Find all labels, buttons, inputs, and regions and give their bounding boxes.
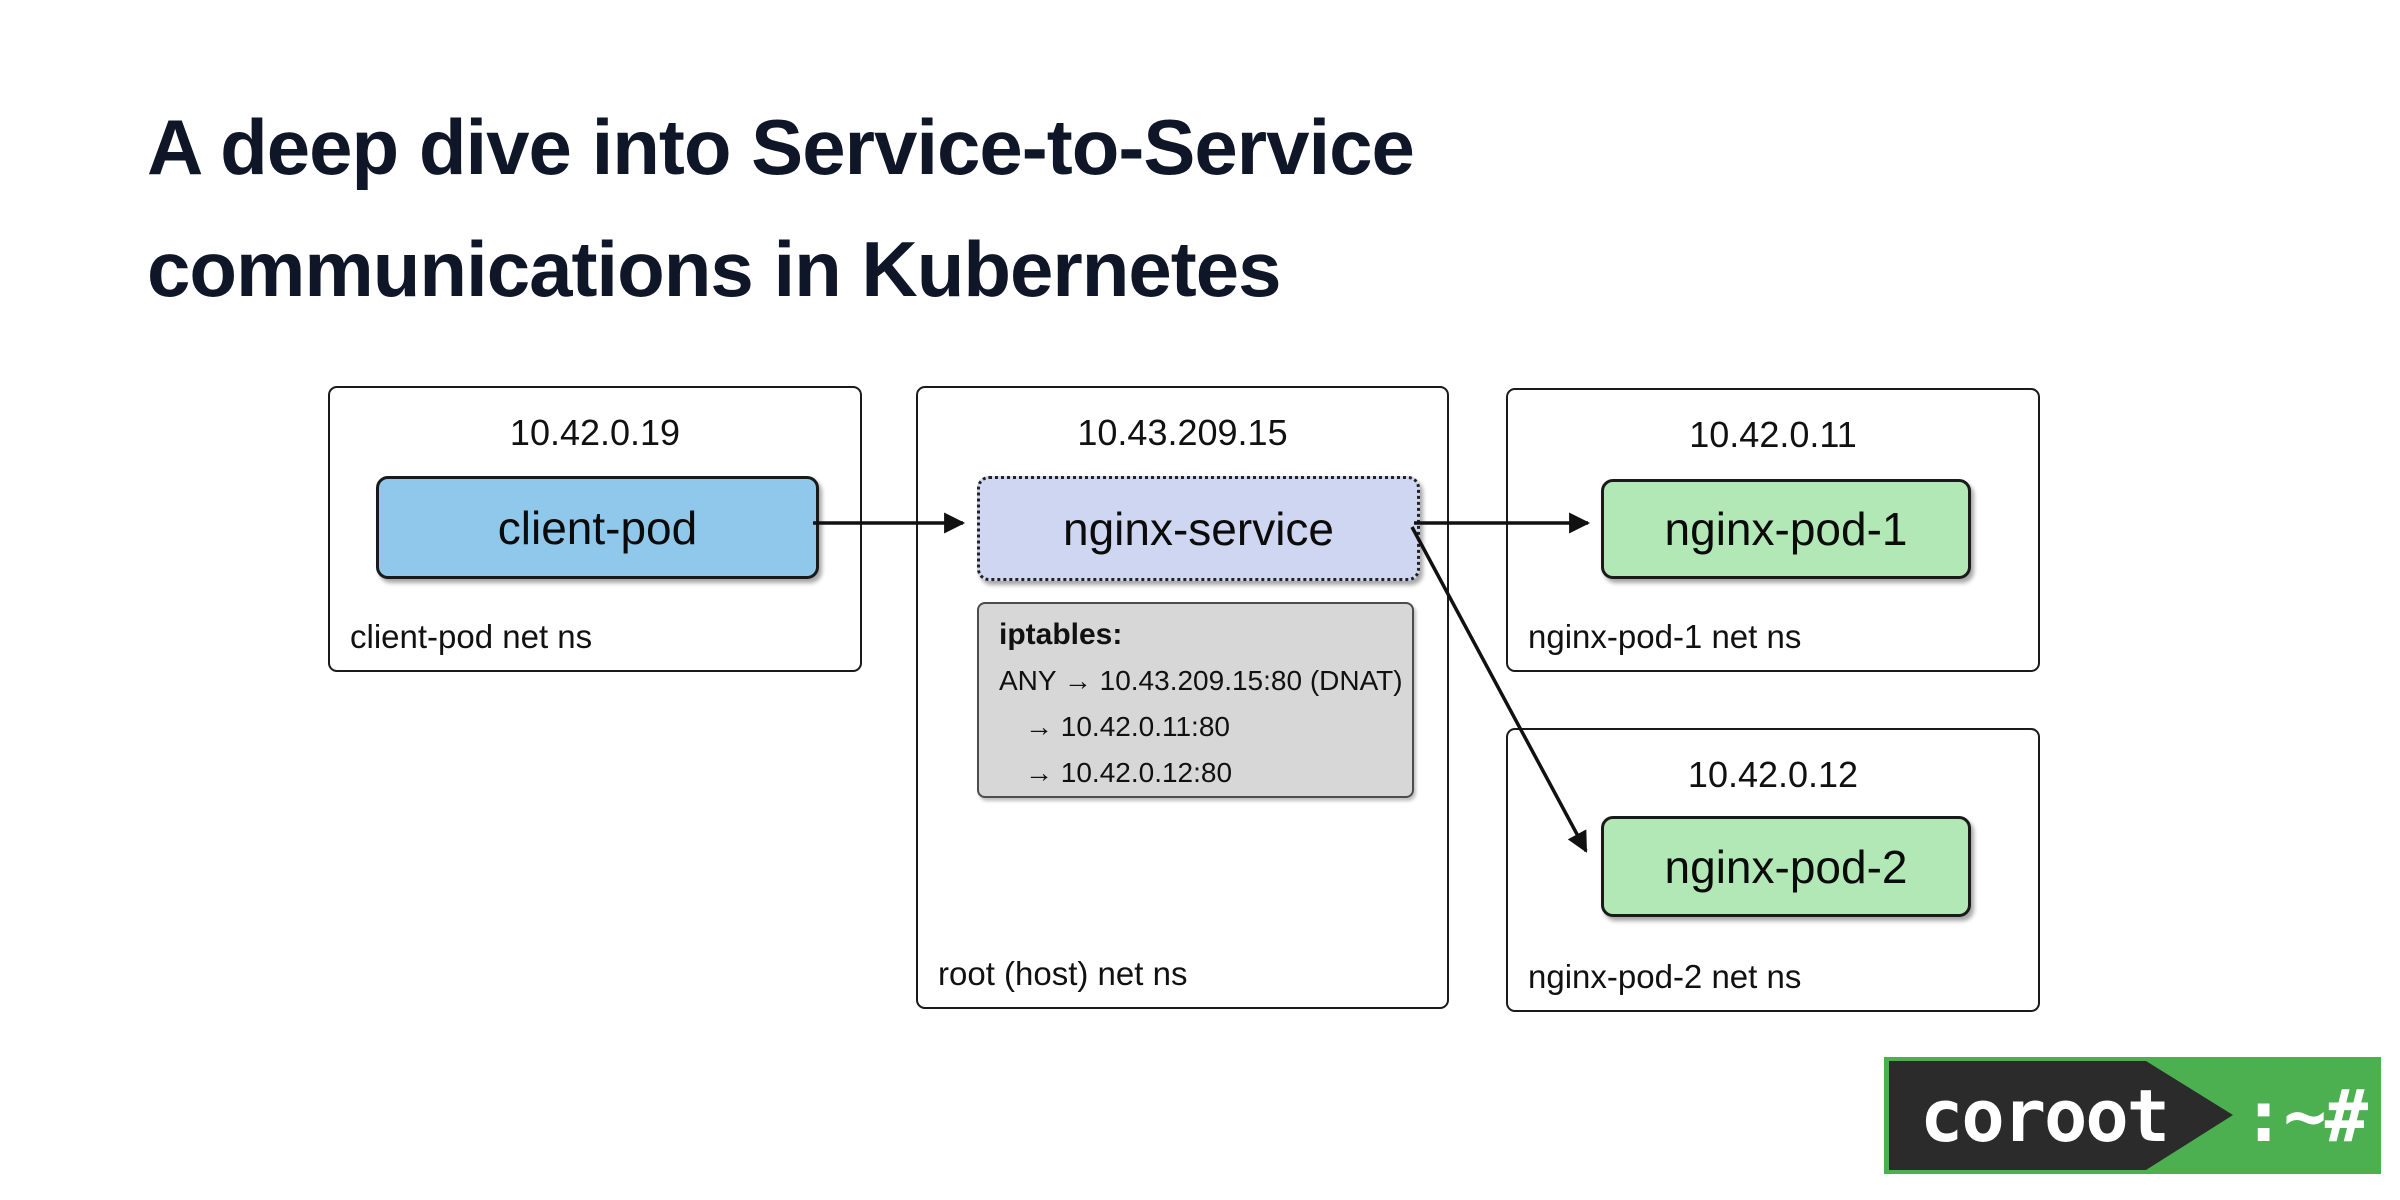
iptables-rule-target-2: → 10.42.0.12:80 xyxy=(1025,757,1233,788)
namespace-box-pod1: 10.42.0.11 nginx-pod-1 nginx-pod-1 net n… xyxy=(1506,388,2040,672)
coroot-logo: coroot :~# xyxy=(1884,1057,2381,1174)
ip-label-service: 10.43.209.15 xyxy=(1077,412,1288,453)
terminal-chevron-icon xyxy=(1889,1061,2233,1170)
page-title-line2: communications in Kubernetes xyxy=(147,225,1282,313)
iptables-rule-dnat: ANY → 10.43.209.15:80 (DNAT) xyxy=(999,665,1403,696)
node-nginx-pod-2: nginx-pod-2 xyxy=(1601,816,1971,917)
iptables-rule-target-1: → 10.42.0.11:80 xyxy=(1025,711,1230,742)
node-nginx-service: nginx-service xyxy=(977,476,1420,581)
ns-label-pod2: nginx-pod-2 net ns xyxy=(1528,958,1802,995)
ns-label-client: client-pod net ns xyxy=(350,618,593,655)
namespace-box-pod2: 10.42.0.12 nginx-pod-2 nginx-pod-2 net n… xyxy=(1506,728,2040,1012)
namespace-box-host: 10.43.209.15 nginx-service iptables: ANY… xyxy=(916,386,1449,1009)
ip-label-pod1: 10.42.0.11 xyxy=(1689,414,1857,455)
page-title: A deep dive into Service-to-Service comm… xyxy=(147,86,1847,330)
namespace-box-client: 10.42.0.19 client-pod client-pod net ns xyxy=(328,386,862,672)
iptables-title: iptables: xyxy=(999,618,1123,651)
ns-label-pod1: nginx-pod-1 net ns xyxy=(1528,618,1802,655)
ip-label-pod2: 10.42.0.12 xyxy=(1687,754,1859,795)
ip-label-client: 10.42.0.19 xyxy=(509,412,681,453)
node-nginx-pod-1: nginx-pod-1 xyxy=(1601,479,1971,579)
ns-label-host: root (host) net ns xyxy=(938,955,1188,992)
node-client-pod: client-pod xyxy=(376,476,819,579)
logo-shell-prompt-text: :~# xyxy=(2242,1074,2368,1158)
logo-brand-text: coroot xyxy=(1920,1074,2170,1158)
page-title-line1: A deep dive into Service-to-Service xyxy=(147,103,1415,191)
iptables-rules-box: iptables: ANY → 10.43.209.15:80 (DNAT) →… xyxy=(977,602,1414,798)
